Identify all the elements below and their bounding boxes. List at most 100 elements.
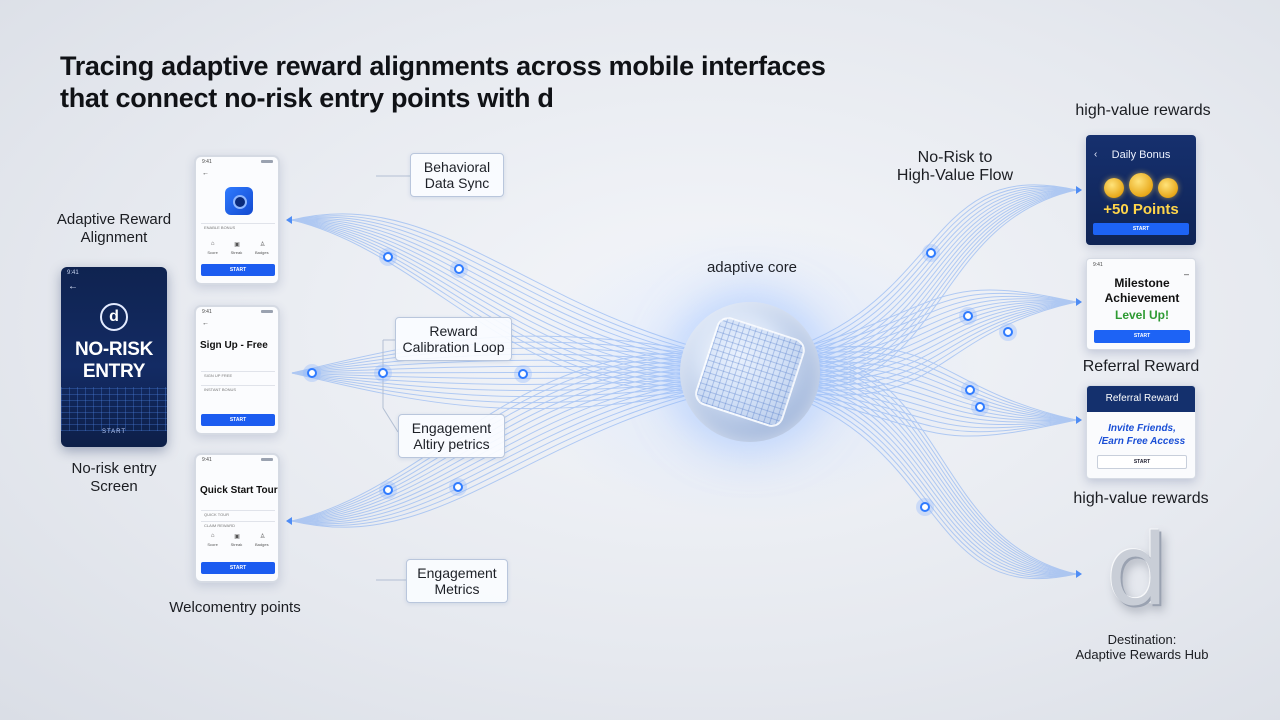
box-line: Data Sync (424, 175, 490, 191)
flow-line (749, 188, 1077, 367)
label-line: Adaptive Rewards Hub (1075, 647, 1209, 662)
flow-line (291, 213, 751, 361)
invite-text: Invite Friends, /Earn Free Access (1087, 422, 1195, 448)
page-title: Tracing adaptive reward alignments acros… (60, 50, 960, 114)
flow-line (749, 375, 1077, 575)
flow-line (749, 381, 1077, 578)
welcome-entry-points-label: Welcomentry points (169, 599, 301, 616)
flow-line (749, 292, 1077, 363)
coin-icon (1104, 178, 1124, 198)
flow-line (749, 356, 1077, 421)
status-time: 9:41 (202, 309, 212, 315)
start-button[interactable]: START (201, 562, 275, 574)
signup-field[interactable]: SIGN UP FREE (201, 371, 275, 379)
high-value-rewards-top-label: high-value rewards (1075, 102, 1211, 119)
box-line: Engagement (417, 565, 497, 581)
flow-node (975, 402, 985, 412)
daily-bonus-heading: Daily Bonus (1111, 149, 1171, 161)
flow-line (749, 189, 1077, 371)
start-button[interactable]: START (201, 414, 275, 426)
daily-bonus-card[interactable]: ‹ Daily Bonus +50 Points START (1086, 135, 1196, 245)
flow-line (749, 379, 1077, 429)
entry-phone-bonus[interactable]: 9:41 ← ENABLE BONUS ⌂ ▣ ♙ Score Streak B… (194, 155, 280, 285)
arrowhead (1076, 570, 1082, 578)
start-button[interactable]: START (1093, 223, 1189, 235)
quick-tour-field[interactable]: QUICK TOUR (201, 510, 275, 518)
streak-icon[interactable]: ▣ (234, 534, 240, 540)
score-icon[interactable]: ⌂ (210, 241, 215, 247)
flow-line (291, 219, 751, 375)
flow-line (291, 218, 751, 367)
claim-reward-field[interactable]: CLAIM REWARD (201, 521, 275, 529)
flow-line (749, 189, 1077, 381)
flow-line (291, 365, 751, 374)
flow-line (291, 372, 751, 404)
label-line: Destination: (1107, 632, 1177, 647)
coin-icon (1129, 173, 1153, 197)
flow-line (749, 298, 1077, 367)
flow-line (749, 377, 1077, 576)
back-arrow-icon[interactable]: ← (202, 170, 209, 177)
back-arrow-icon[interactable]: ‹ (1094, 149, 1098, 160)
instant-bonus-field[interactable]: INSTANT BONUS (201, 385, 275, 393)
box-line: Altiry petrics (413, 436, 490, 452)
referral-card[interactable]: Referral Reward Invite Friends, /Earn Fr… (1086, 385, 1196, 479)
flow-line (749, 366, 1077, 575)
start-button[interactable]: START (201, 264, 275, 276)
signal-icon (261, 458, 273, 461)
badges-icon[interactable]: ♙ (259, 534, 266, 540)
start-button[interactable]: START (1097, 455, 1187, 469)
flow-line (749, 187, 1077, 365)
flow-line (749, 383, 1077, 437)
no-risk-entry-phone[interactable]: 9:41 ← d NO-RISK ENTRY START (61, 267, 167, 447)
title-line-2: that connect no-risk entry points with d (60, 83, 554, 113)
back-arrow-icon[interactable]: ← (202, 320, 209, 327)
entry-phone-signup[interactable]: 9:41 ← Sign Up - Free SIGN UP FREE INSTA… (194, 305, 280, 435)
flow-line (291, 372, 751, 385)
flow-node (378, 368, 388, 378)
box-line: Engagement (411, 420, 492, 436)
feature-label-row: Score Streak Badges (201, 542, 275, 547)
flow-line (291, 381, 751, 526)
flow-node (963, 311, 973, 321)
referral-card-heading: Referral Reward (1087, 386, 1195, 412)
entry-phone-quick-tour[interactable]: 9:41 Quick Start Tour QUICK TOUR CLAIM R… (194, 453, 280, 583)
flow-line (291, 372, 751, 392)
flow-node (307, 368, 317, 378)
flow-line (749, 357, 1077, 575)
bonus-field[interactable]: ENABLE BONUS (201, 223, 275, 231)
badges-icon[interactable]: ♙ (259, 242, 266, 248)
flow-line (291, 377, 751, 523)
milestone-card[interactable]: 9:41 – Milestone Achievement Level Up! S… (1086, 258, 1196, 350)
status-time: 9:41 (67, 270, 79, 276)
streak-icon[interactable]: ▣ (234, 242, 240, 248)
milestone-heading: Milestone Achievement (1087, 276, 1195, 306)
flow-node (965, 385, 975, 395)
title-line-1: Tracing adaptive reward alignments acros… (60, 51, 826, 81)
start-button[interactable]: START (1094, 330, 1190, 343)
score-icon[interactable]: ⌂ (210, 533, 215, 539)
flow-line (291, 371, 751, 374)
feature-label-row: Score Streak Badges (201, 250, 275, 255)
flow-line (749, 373, 1077, 575)
flow-line (291, 375, 751, 523)
feature-label: Badges (255, 542, 269, 547)
menu-icon[interactable]: – (1183, 269, 1189, 279)
flow-line (749, 381, 1077, 433)
flow-line (749, 189, 1077, 391)
flow-line (291, 215, 751, 363)
box-line: Metrics (434, 581, 480, 597)
points-value: +50 Points (1103, 201, 1179, 218)
flow-line (749, 361, 1077, 575)
heading-line: Achievement (1104, 291, 1180, 305)
flow-line (749, 189, 1077, 378)
high-value-rewards-bottom-label: high-value rewards (1073, 490, 1209, 507)
signal-icon (261, 160, 273, 163)
arrowhead (286, 517, 292, 525)
flow-line (749, 289, 1077, 361)
flow-line (749, 189, 1077, 387)
box-line: Behavioral (423, 159, 491, 175)
back-arrow-icon[interactable]: ← (68, 281, 78, 292)
start-button[interactable]: START (101, 429, 127, 435)
label-line: High-Value Flow (896, 167, 1014, 184)
